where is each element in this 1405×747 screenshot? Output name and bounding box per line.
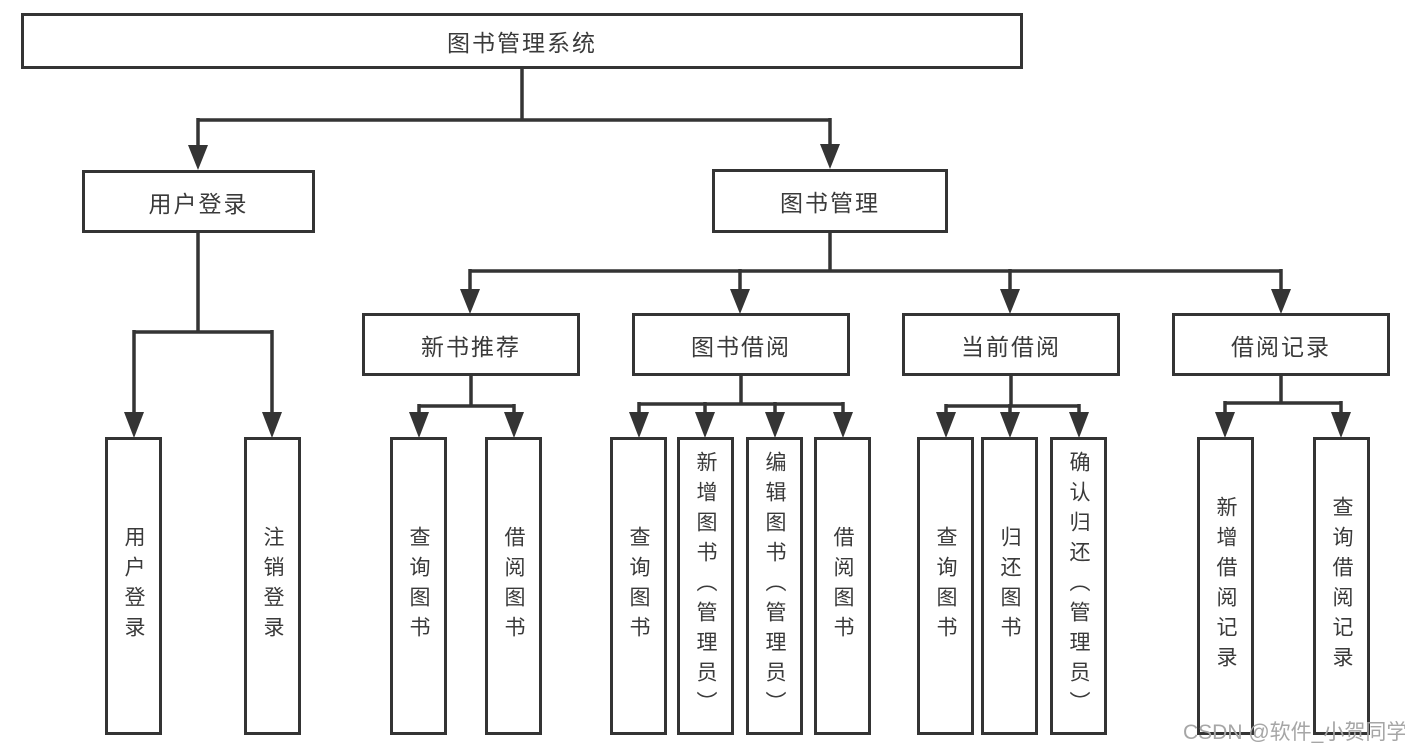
node-book-management-label: 图书管理 <box>780 190 880 216</box>
leaf-logout: 注销登录 <box>244 437 301 735</box>
node-current-borrow-label: 当前借阅 <box>961 333 1061 360</box>
leaf-user-login: 用户登录 <box>105 437 162 735</box>
leaf-label: 查询图书 <box>934 526 957 646</box>
node-book-management: 图书管理 <box>712 169 948 233</box>
leaf-query-books-current: 查询图书 <box>917 437 974 735</box>
leaf-confirm-return-admin: 确认归还（管理员） <box>1050 437 1107 735</box>
node-current-borrow: 当前借阅 <box>902 313 1120 376</box>
leaf-label: 新增借阅记录 <box>1214 496 1237 676</box>
leaf-label: 查询图书 <box>407 526 430 646</box>
leaf-borrow-books: 借阅图书 <box>814 437 871 735</box>
leaf-label: 查询借阅记录 <box>1330 496 1353 676</box>
node-new-book-recommend-label: 新书推荐 <box>421 333 521 360</box>
leaf-label: 新增图书（管理员） <box>694 451 717 721</box>
leaf-add-books-admin: 新增图书（管理员） <box>677 437 734 735</box>
leaf-label: 借阅图书 <box>502 526 525 646</box>
node-root-label: 图书管理系统 <box>447 30 597 56</box>
leaf-label: 查询图书 <box>627 526 650 646</box>
leaf-label: 归还图书 <box>998 526 1021 646</box>
leaf-query-books-recommend: 查询图书 <box>390 437 447 735</box>
csdn-watermark: CSDN @软件_小贺同学 <box>1183 721 1405 744</box>
node-root-system: 图书管理系统 <box>21 13 1023 69</box>
leaf-label: 借阅图书 <box>831 526 854 646</box>
node-new-book-recommend: 新书推荐 <box>362 313 580 376</box>
leaf-query-books-borrow: 查询图书 <box>610 437 667 735</box>
leaf-add-borrow-record: 新增借阅记录 <box>1197 437 1254 735</box>
node-book-borrow: 图书借阅 <box>632 313 850 376</box>
leaf-label: 用户登录 <box>122 526 145 646</box>
leaf-label: 确认归还（管理员） <box>1067 451 1090 721</box>
leaf-label: 注销登录 <box>261 526 284 646</box>
node-borrow-records-label: 借阅记录 <box>1231 333 1331 360</box>
node-book-borrow-label: 图书借阅 <box>691 333 791 360</box>
node-borrow-records: 借阅记录 <box>1172 313 1390 376</box>
leaf-query-borrow-record: 查询借阅记录 <box>1313 437 1370 735</box>
leaf-label: 编辑图书（管理员） <box>763 451 786 721</box>
node-user-login: 用户登录 <box>82 170 315 233</box>
leaf-edit-books-admin: 编辑图书（管理员） <box>746 437 803 735</box>
leaf-borrow-books-recommend: 借阅图书 <box>485 437 542 735</box>
node-user-login-label: 用户登录 <box>148 190 249 217</box>
leaf-return-books: 归还图书 <box>981 437 1038 735</box>
